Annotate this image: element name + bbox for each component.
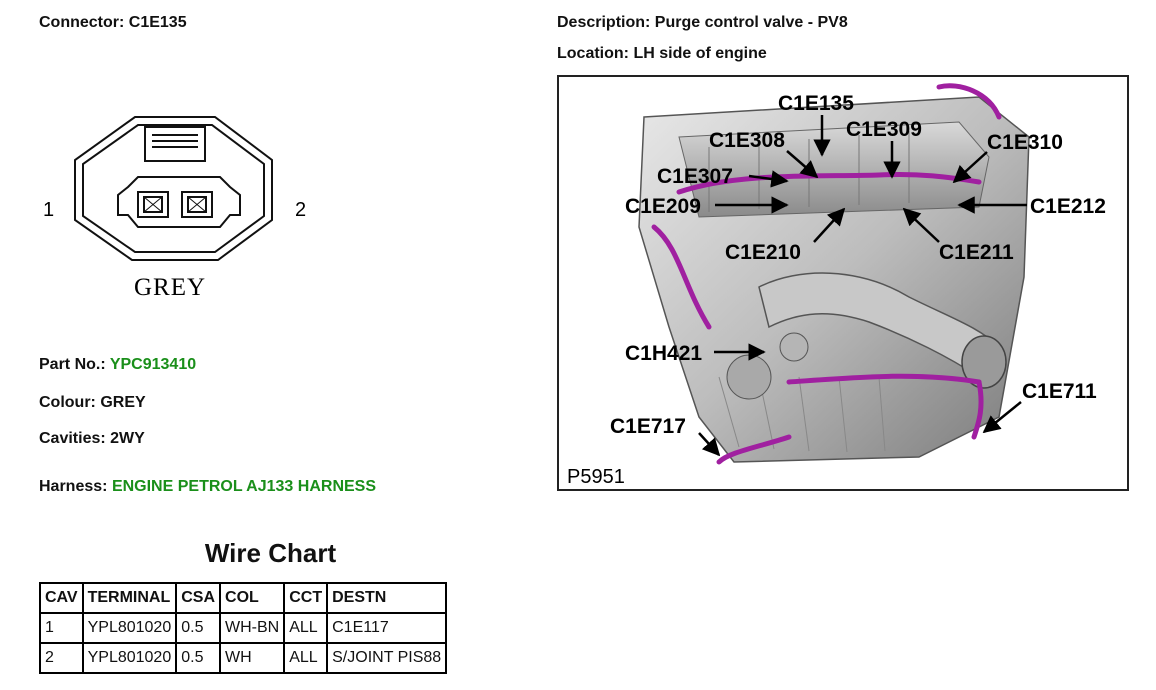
description-label: Description: xyxy=(557,14,651,31)
connector-face-diagram: 1 2 GREY xyxy=(43,116,306,301)
connector-line: Connector: C1E135 xyxy=(39,14,187,32)
cell-csa: 0.5 xyxy=(175,642,222,674)
header-terminal: TERMINAL xyxy=(81,582,178,614)
colour-value: GREY xyxy=(100,394,146,411)
description-value: Purge control valve - PV8 xyxy=(654,14,848,31)
harness-label: Harness: xyxy=(39,478,108,495)
callout-c1e711: C1E711 xyxy=(1022,380,1097,403)
location-label: Location: xyxy=(557,45,629,62)
cell-csa: 0.5 xyxy=(175,612,222,644)
wire-chart-table: CAV TERMINAL CSA COL CCT DESTN 1 YPL8010… xyxy=(39,582,448,674)
callout-c1e309: C1E309 xyxy=(846,118,922,141)
engine-illustration: C1E135 C1E308 C1E309 C1E310 C1E307 C1E20… xyxy=(567,83,1106,488)
callout-c1h421: C1H421 xyxy=(625,342,702,365)
table-header-row: CAV TERMINAL CSA COL CCT DESTN xyxy=(39,582,448,614)
location-value: LH side of engine xyxy=(633,45,767,62)
connector-value: C1E135 xyxy=(128,14,187,31)
cell-terminal: YPL801020 xyxy=(81,612,178,644)
harness-line: Harness: ENGINE PETROL AJ133 HARNESS xyxy=(39,478,376,496)
cell-destn: S/JOINT PIS88 xyxy=(326,642,448,674)
cell-cct: ALL xyxy=(283,612,329,644)
connector-outer-shell xyxy=(74,116,273,261)
figure-id: P5951 xyxy=(567,466,625,488)
table-row: 1 YPL801020 0.5 WH-BN ALL C1E117 xyxy=(39,612,448,644)
callout-c1e211: C1E211 xyxy=(939,241,1014,264)
cell-destn: C1E117 xyxy=(326,612,448,644)
cell-terminal: YPL801020 xyxy=(81,642,178,674)
callout-c1e717: C1E717 xyxy=(610,415,686,438)
wire-chart-title: Wire Chart xyxy=(204,538,337,568)
cavity-2 xyxy=(181,191,213,218)
connector-label: Connector: xyxy=(39,14,125,31)
header-cct: CCT xyxy=(283,582,329,614)
callout-c1e212: C1E212 xyxy=(1030,195,1106,218)
cavity-1 xyxy=(137,191,169,218)
description-line: Description: Purge control valve - PV8 xyxy=(557,14,848,32)
cell-col: WH-BN xyxy=(219,612,286,644)
cell-cav: 2 xyxy=(39,642,84,674)
cell-cct: ALL xyxy=(283,642,329,674)
colour-line: Colour: GREY xyxy=(39,394,146,412)
callout-c1e308: C1E308 xyxy=(709,129,785,152)
cavities-line: Cavities: 2WY xyxy=(39,430,145,448)
header-csa: CSA xyxy=(175,582,222,614)
part-no-label: Part No.: xyxy=(39,356,106,373)
header-destn: DESTN xyxy=(326,582,448,614)
cavity-housing xyxy=(117,176,241,228)
engine-location-image: C1E135 C1E308 C1E309 C1E310 C1E307 C1E20… xyxy=(557,75,1129,491)
pin-label-2: 2 xyxy=(295,199,306,221)
callout-c1e307: C1E307 xyxy=(657,165,733,188)
diagram-colour-label: GREY xyxy=(134,274,206,301)
cavities-label: Cavities: xyxy=(39,430,106,447)
harness-value[interactable]: ENGINE PETROL AJ133 HARNESS xyxy=(111,478,377,495)
part-no-value[interactable]: YPC913410 xyxy=(109,356,197,373)
connector-inner-shell xyxy=(82,124,265,253)
location-line: Location: LH side of engine xyxy=(557,45,767,63)
cell-cav: 1 xyxy=(39,612,84,644)
cell-col: WH xyxy=(219,642,286,674)
callout-c1e135: C1E135 xyxy=(778,92,854,115)
table-row: 2 YPL801020 0.5 WH ALL S/JOINT PIS88 xyxy=(39,642,448,674)
header-col: COL xyxy=(219,582,286,614)
colour-label: Colour: xyxy=(39,394,96,411)
callout-c1e310: C1E310 xyxy=(987,131,1063,154)
header-cav: CAV xyxy=(39,582,84,614)
callout-c1e210: C1E210 xyxy=(725,241,801,264)
locking-tab xyxy=(144,126,206,162)
callout-c1e209: C1E209 xyxy=(625,195,701,218)
pin-label-1: 1 xyxy=(43,199,54,221)
cavities-value: 2WY xyxy=(110,430,145,447)
part-no-line: Part No.: YPC913410 xyxy=(39,356,196,374)
